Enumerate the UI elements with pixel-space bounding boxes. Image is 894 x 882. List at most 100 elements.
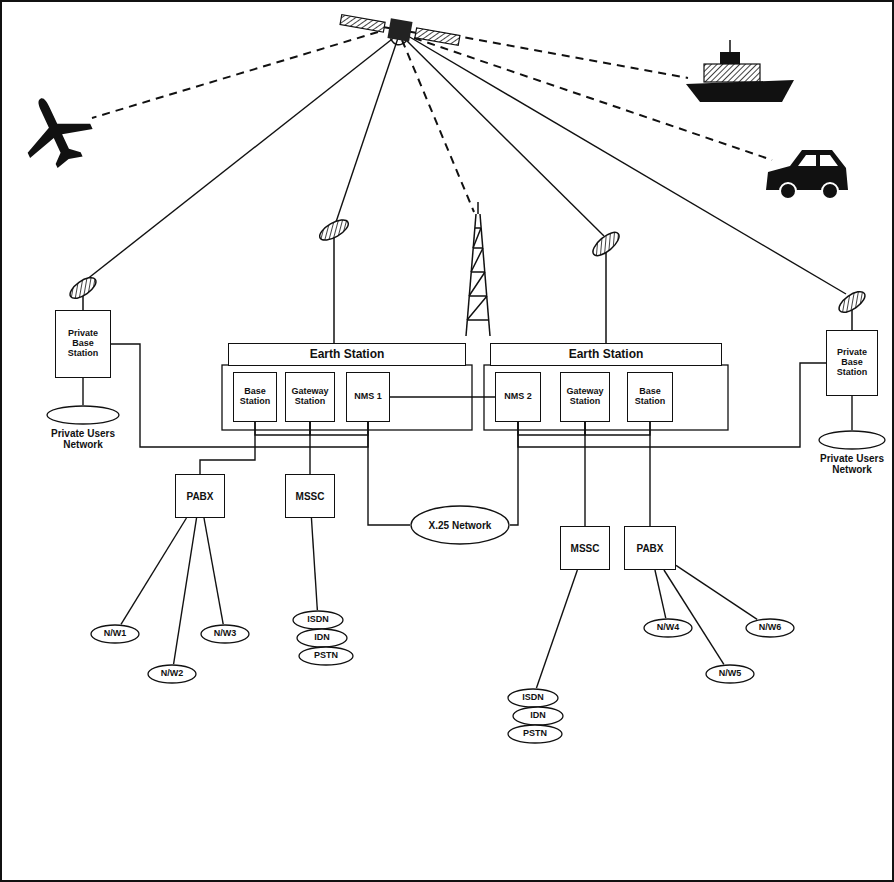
ellipse-outline [201,625,249,643]
radio-link [336,38,398,222]
ellipse-outline [513,707,563,725]
radio-links [86,30,846,294]
satellite-panel [340,15,385,32]
connector-line [518,422,585,435]
public-network-ellipse: ISDN [292,610,344,630]
satellite-body [387,18,412,42]
connector-line [655,570,666,618]
connector-line [200,422,255,474]
node-label: Earth Station [494,348,718,361]
ship-deck [704,64,760,82]
airplane [9,84,101,177]
ellipse-outline [46,405,120,425]
private-base-station-box: Private Base Station [55,310,111,378]
public-network-ellipse: PSTN [507,724,563,744]
ship [686,40,794,102]
connector-line [518,363,826,447]
node-label: ISDN [300,615,336,625]
satellite-antenna [390,38,407,46]
node-label: Gateway Station [564,387,606,407]
pabx-box: PABX [624,526,676,570]
airplane [9,84,101,177]
ellipse-outline [508,725,562,743]
node-label: NMS 1 [350,392,386,402]
network-ellipse: N/W5 [705,664,755,684]
node-label: PABX [179,491,221,502]
satellite [338,10,461,55]
gateway-station-box: Gateway Station [560,372,610,422]
node-label: MSSC [564,543,606,554]
station-enclosure [484,365,728,430]
node-label: Private Base Station [830,348,874,378]
node-label: N/W5 [713,669,748,679]
connector-line [311,518,317,610]
car-wheel [822,183,838,199]
ellipse-outline [508,689,558,707]
dish-antennas [67,216,869,343]
dish-mast [605,246,607,343]
connector-line [368,422,410,525]
node-label: PABX [628,543,672,554]
node-label: X.25 Network [425,520,495,531]
ellipse-outline [644,619,692,637]
earth-station-band: Earth Station [490,343,722,366]
ellipse-outline [706,665,754,683]
node-label: Gateway Station [289,387,331,407]
node-label: N/W2 [155,669,190,679]
ellipse-outline [148,665,196,683]
node-label: N/W3 [208,629,243,639]
node-label: MSSC [289,491,331,502]
tower-leg [466,214,476,336]
private-base-station-box: Private Base Station [826,330,878,396]
node-label: ISDN [515,693,551,703]
ellipse-outline [746,619,794,637]
nms-box: NMS 2 [495,372,541,422]
node-label: Base Station [631,387,669,407]
connector-line [676,565,757,619]
node-label: N/W1 [98,629,133,639]
ship-hull [686,80,794,102]
network-ellipse: N/W2 [147,664,197,684]
satellite-panel [415,28,460,45]
packet-network-ellipse: X.25 Network [410,505,510,545]
connector-line [309,422,310,474]
connector-line [585,422,650,435]
node-label: Private Base Station [59,329,107,359]
node-label: PSTN [515,729,554,739]
connector-line [664,570,724,664]
ellipse-outline [819,431,885,449]
private-network-ellipse: Private Users Network [818,430,886,475]
node-label: Private Users Network [46,428,120,450]
node-label: Base Station [237,387,273,407]
node-label: Earth Station [232,348,462,361]
node-label: PSTN [306,651,345,661]
dish-antenna [589,228,623,259]
node-label: N/W4 [651,623,686,633]
private-network-ellipse: Private Users Network [46,405,120,450]
connector-line [390,396,495,397]
network-ellipse: N/W3 [200,624,250,644]
mobile-link [424,30,688,78]
connector-line [204,518,223,624]
connector-line [82,378,83,405]
public-network-ellipse: PSTN [298,646,354,666]
mobile-link [92,32,378,118]
car-wheel [780,183,796,199]
dish-mast [333,232,335,343]
ellipse-outline [411,506,509,544]
node-label: IDN [304,633,340,643]
car [766,150,848,199]
mobile-link [402,40,474,212]
node-label: Private Users Network [818,453,886,475]
pabx-box: PABX [175,474,225,518]
car-body [766,150,848,190]
base-station-box: Base Station [233,372,277,422]
earth-station-band: Earth Station [228,343,466,366]
gateway-station-box: Gateway Station [285,372,335,422]
tower-lattice [467,228,489,320]
radio-link [408,36,846,294]
radio-tower [466,202,490,336]
